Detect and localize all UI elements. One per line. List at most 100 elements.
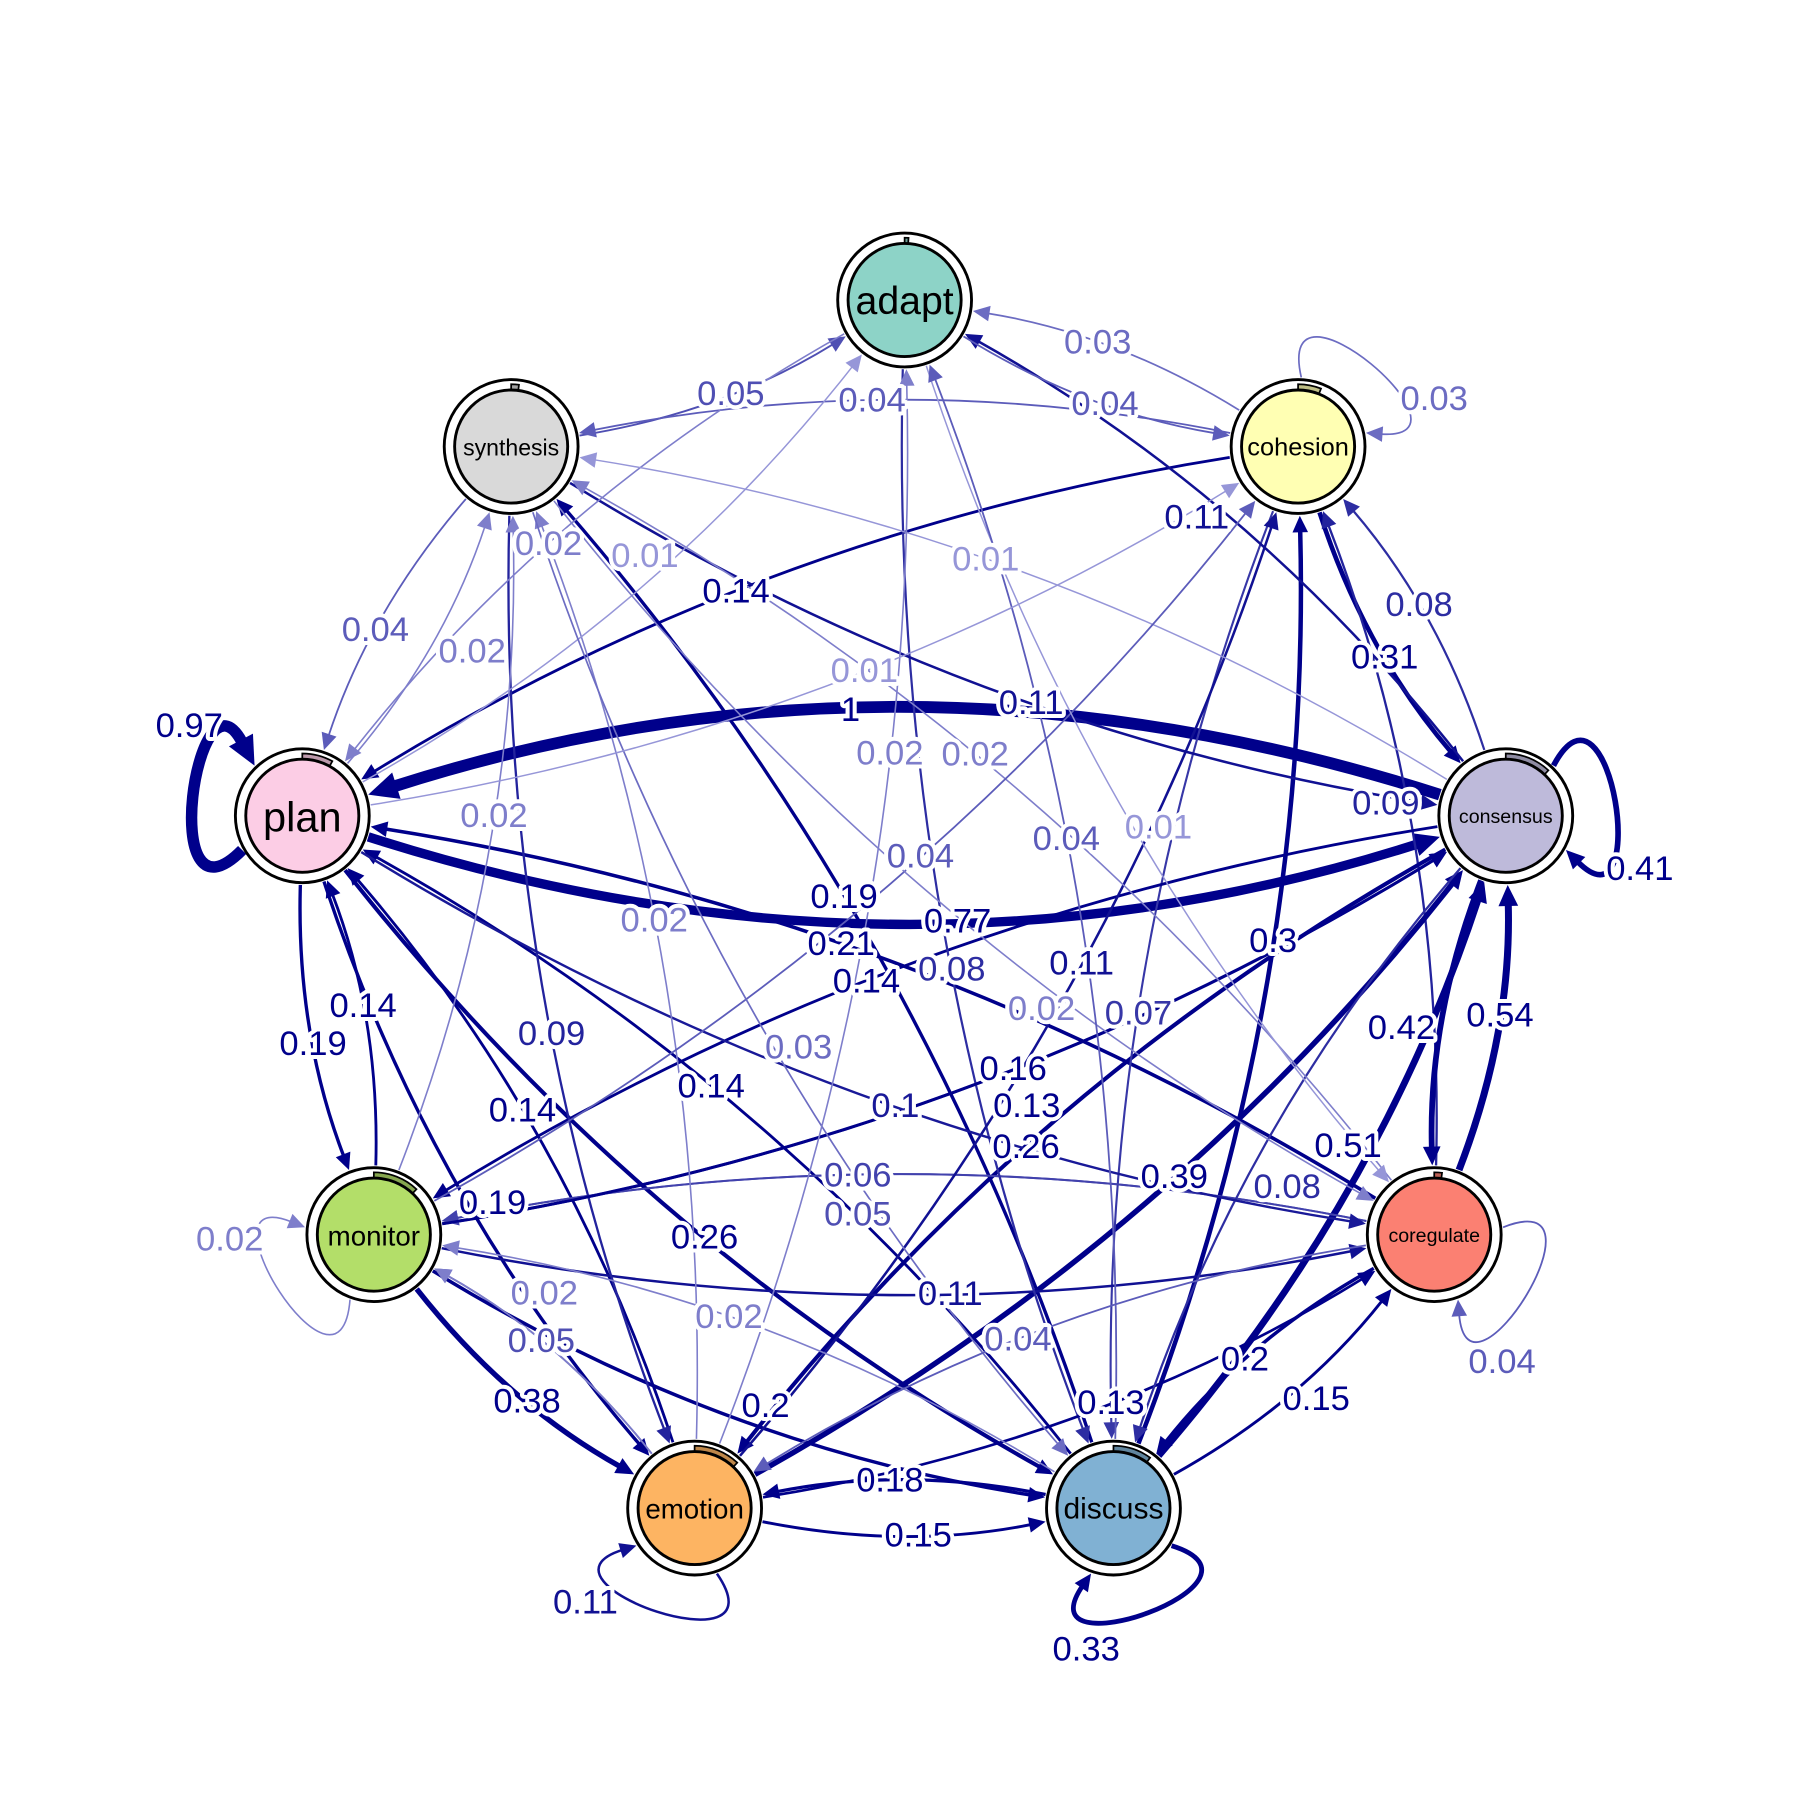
- node-monitor[interactable]: monitor: [305, 1166, 443, 1303]
- edge-coregulate-to-synthesis: [583, 486, 1393, 1181]
- edge-arrowhead: [1444, 870, 1463, 890]
- edge-weight-label: 0.42: [1368, 1009, 1435, 1047]
- edge-arrowhead: [534, 511, 550, 530]
- edge-arrowhead: [1292, 515, 1309, 533]
- edge-arrowhead: [898, 369, 915, 387]
- edge-arrowhead: [1074, 1573, 1092, 1593]
- edge-discuss-to-monitor: [456, 1246, 1055, 1473]
- edge-weight-label: 0.01: [1125, 808, 1192, 846]
- edge-weight-label: 0.02: [439, 633, 506, 671]
- edge-arrowhead: [579, 452, 598, 468]
- edge-arrowhead: [1422, 1146, 1441, 1166]
- edge-arrowhead: [1348, 1213, 1366, 1229]
- edge-arrowhead: [1220, 482, 1240, 499]
- node-coregulate[interactable]: coregulate: [1365, 1166, 1503, 1303]
- edge-weight-label: 0.26: [671, 1218, 738, 1256]
- edge-synthesis-to-plan: [327, 498, 467, 737]
- edge-emotion-to-synthesis: [540, 524, 699, 1439]
- self-loop-edge-emotion: [597, 1548, 730, 1621]
- edge-weight-label: 0.31: [1351, 638, 1418, 676]
- edge-arrowhead: [579, 422, 597, 438]
- edge-weight-label: 0.18: [856, 1461, 923, 1499]
- edge-weight-label: 0.03: [1064, 323, 1131, 361]
- edge-synthesis-to-consensus: [569, 481, 1424, 804]
- edge-arrowhead: [321, 731, 337, 750]
- edge-arrowhead: [362, 849, 382, 865]
- edge-weight-label: 0.97: [156, 707, 223, 745]
- edge-adapt-to-plan: [353, 333, 845, 751]
- edge-weight-label: 0.21: [807, 925, 874, 963]
- edge-weight-label: 0.14: [489, 1091, 556, 1129]
- node-adapt[interactable]: adapt: [836, 231, 973, 369]
- edge-monitor-to-cohesion: [433, 511, 1248, 1202]
- edge-consensus-to-adapt: [976, 339, 1465, 763]
- edge-arrowhead: [335, 1151, 351, 1170]
- node-circle: [636, 1450, 753, 1567]
- edge-arrowhead: [656, 1425, 671, 1444]
- edge-weight-label: 0.14: [702, 573, 769, 611]
- edge-arrowhead: [368, 772, 401, 799]
- edge-weight-label: 0.02: [460, 797, 527, 835]
- edge-weight-label: 0.11: [918, 1275, 983, 1313]
- edge-arrowhead: [1565, 849, 1586, 870]
- edge-weight-label: 0.3: [1249, 922, 1297, 960]
- edge-labels-layer: 10.970.770.540.510.420.410.390.380.330.3…: [152, 319, 1678, 1672]
- edge-arrowhead: [434, 1268, 453, 1284]
- edge-weight-label: 0.13: [993, 1087, 1060, 1125]
- node-consensus[interactable]: consensus: [1437, 747, 1575, 885]
- edge-consensus-to-emotion: [744, 847, 1447, 1444]
- edge-plan-to-cohesion: [370, 489, 1228, 806]
- edge-cohesion-to-plan: [372, 456, 1230, 774]
- edge-discuss-to-emotion: [776, 1477, 1046, 1497]
- edge-arrowhead: [476, 512, 492, 531]
- node-label: monitor: [328, 1220, 420, 1251]
- edge-weight-label: 0.02: [856, 735, 923, 773]
- edge-weight-label: 0.07: [1105, 994, 1172, 1032]
- self-loop-edge-discuss: [1071, 1543, 1204, 1626]
- edge-weight-label: 0.19: [810, 878, 877, 916]
- edge-weight-label: 0.11: [1164, 498, 1229, 536]
- edge-cohesion-to-synthesis: [592, 398, 1231, 434]
- edge-weight-label: 0.19: [459, 1184, 526, 1222]
- edge-plan-to-coregulate: [360, 851, 1352, 1223]
- node-cohesion[interactable]: cohesion: [1229, 378, 1367, 515]
- edge-weight-label: 0.08: [918, 950, 985, 988]
- edge-arrowhead: [286, 1213, 306, 1229]
- node-discuss[interactable]: discuss: [1045, 1439, 1182, 1577]
- self-loop-edge-cohesion: [1298, 336, 1412, 435]
- edge-arrowhead: [1051, 1438, 1069, 1456]
- edge-weight-label: 0.11: [999, 684, 1064, 722]
- edge-synthesis-to-discuss: [532, 512, 1060, 1446]
- edge-weight-label: 0.02: [515, 525, 582, 563]
- edge-weight-label: 0.03: [765, 1028, 832, 1066]
- node-circle: [315, 1176, 432, 1293]
- node-label: coregulate: [1388, 1225, 1480, 1247]
- edge-emotion-to-coregulate: [762, 1277, 1364, 1499]
- self-loop-edge-coregulate: [1458, 1220, 1547, 1343]
- edge-discuss-to-coregulate: [1173, 1299, 1384, 1476]
- edge-weight-label: 0.01: [831, 652, 898, 690]
- edge-monitor-to-synthesis: [398, 530, 515, 1171]
- edge-arrowhead: [1412, 833, 1440, 856]
- node-emotion[interactable]: emotion: [626, 1439, 763, 1577]
- node-synthesis[interactable]: synthesis: [442, 378, 580, 515]
- edge-arrowhead: [1365, 426, 1384, 442]
- node-circle: [1240, 388, 1357, 505]
- edge-plan-to-consensus: [366, 832, 1420, 930]
- edge-weight-label: 0.33: [1052, 1631, 1119, 1669]
- edge-weight-label: 0.03: [1400, 380, 1467, 418]
- edge-weight-label: 0.14: [678, 1067, 745, 1105]
- edge-weight-label: 0.05: [697, 375, 764, 413]
- edge-discuss-to-cohesion: [1136, 529, 1304, 1445]
- self-loop-edge-plan: [185, 720, 248, 873]
- self-loop-edge-monitor: [256, 1216, 351, 1336]
- edge-arrowhead: [1075, 1425, 1090, 1444]
- edges-layer: [185, 305, 1621, 1626]
- edge-weight-label: 0.08: [1385, 586, 1452, 624]
- node-circle: [846, 242, 963, 358]
- edge-weight-label: 0.77: [924, 903, 991, 941]
- edge-arrowhead: [1357, 1270, 1376, 1287]
- edge-cohesion-to-consensus: [1317, 511, 1453, 754]
- edge-weight-label: 0.02: [620, 902, 687, 940]
- node-plan[interactable]: plan: [233, 747, 371, 885]
